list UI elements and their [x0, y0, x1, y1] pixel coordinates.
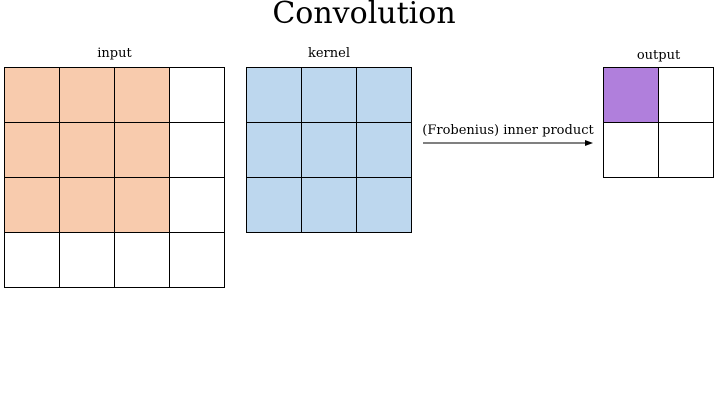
input-grid — [4, 67, 225, 288]
input-grid-label: input — [97, 46, 132, 61]
kernel-cell — [357, 178, 412, 233]
input-cell — [5, 178, 60, 233]
input-cell — [5, 68, 60, 123]
input-cell — [60, 233, 115, 288]
kernel-cell — [357, 123, 412, 178]
input-cell — [170, 178, 225, 233]
input-cell — [170, 233, 225, 288]
operation-label: (Frobenius) inner product — [422, 123, 594, 138]
input-cell — [60, 68, 115, 123]
kernel-cell — [302, 123, 357, 178]
output-cell — [659, 68, 714, 123]
input-cell — [5, 233, 60, 288]
output-grid — [603, 67, 714, 178]
right-arrow-icon — [423, 140, 593, 146]
input-cell — [170, 68, 225, 123]
input-cell — [5, 123, 60, 178]
input-cell — [170, 123, 225, 178]
kernel-cell — [302, 68, 357, 123]
input-cell — [115, 68, 170, 123]
output-grid-label: output — [636, 48, 681, 63]
output-cell — [604, 68, 659, 123]
kernel-cell — [247, 123, 302, 178]
kernel-grid — [246, 67, 412, 233]
input-cell — [115, 233, 170, 288]
output-cell — [604, 123, 659, 178]
input-cell — [60, 178, 115, 233]
kernel-cell — [247, 68, 302, 123]
diagram-title: Convolution — [272, 0, 456, 31]
input-cell — [115, 178, 170, 233]
kernel-grid-label: kernel — [307, 46, 350, 61]
kernel-cell — [357, 68, 412, 123]
input-cell — [115, 123, 170, 178]
output-cell — [659, 123, 714, 178]
kernel-cell — [247, 178, 302, 233]
input-cell — [60, 123, 115, 178]
kernel-cell — [302, 178, 357, 233]
